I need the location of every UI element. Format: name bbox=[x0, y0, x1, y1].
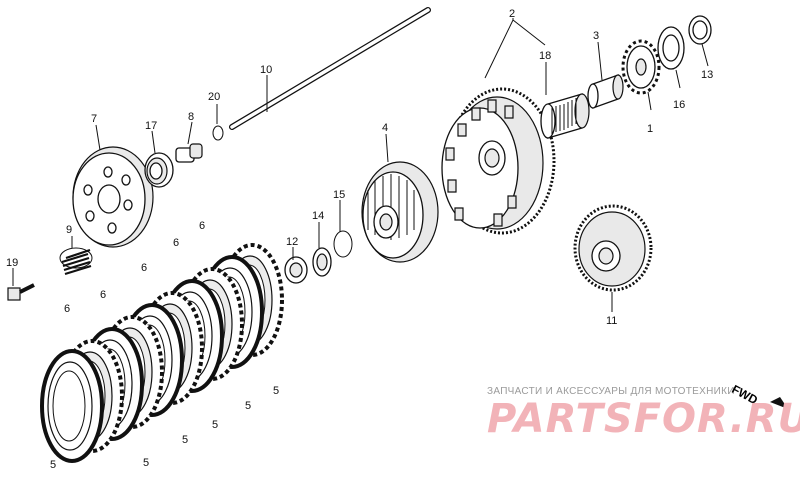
watermark-tagline: ЗАПЧАСТИ И АКСЕССУАРЫ ДЛЯ МОТОТЕХНИКИ bbox=[487, 386, 735, 397]
thrust-washer bbox=[284, 256, 308, 284]
push-rod bbox=[229, 7, 431, 130]
thrust-washer-large bbox=[657, 26, 685, 70]
guide-bushing bbox=[587, 74, 624, 109]
callout-10: 10 bbox=[260, 64, 272, 76]
callout-2: 2 bbox=[509, 8, 515, 20]
callout-7: 7 bbox=[91, 113, 97, 125]
callout-15: 15 bbox=[333, 189, 345, 201]
lock-washer bbox=[312, 247, 332, 277]
callout-12: 12 bbox=[286, 236, 298, 248]
clutch-disc-stack bbox=[40, 243, 284, 463]
oil-pump-sprocket bbox=[621, 39, 661, 95]
callout-labels: 2 18 3 1 16 13 4 10 20 8 17 7 9 19 11 12… bbox=[6, 8, 713, 471]
clutch-plate bbox=[40, 349, 104, 463]
callout-19: 19 bbox=[6, 257, 18, 269]
callout-6: 6 bbox=[173, 237, 179, 249]
pressure-plate bbox=[72, 146, 154, 248]
callout-6: 6 bbox=[100, 289, 106, 301]
callout-9: 9 bbox=[66, 224, 72, 236]
callout-5: 5 bbox=[245, 400, 251, 412]
callout-14: 14 bbox=[312, 210, 324, 222]
callout-5: 5 bbox=[182, 434, 188, 446]
clutch-spring bbox=[59, 247, 93, 276]
callout-1: 1 bbox=[647, 123, 653, 135]
clutch-center bbox=[361, 161, 439, 263]
callout-3: 3 bbox=[593, 30, 599, 42]
callout-17: 17 bbox=[145, 120, 157, 132]
callout-5: 5 bbox=[273, 385, 279, 397]
callout-18: 18 bbox=[539, 50, 551, 62]
clutch-outer-basket bbox=[441, 87, 556, 235]
bolt bbox=[7, 283, 35, 301]
callout-5: 5 bbox=[212, 419, 218, 431]
snap-ring bbox=[212, 125, 224, 141]
needle-bearing bbox=[540, 93, 590, 139]
callout-20: 20 bbox=[208, 91, 220, 103]
callout-13: 13 bbox=[701, 69, 713, 81]
callout-16: 16 bbox=[673, 99, 685, 111]
spline-washer bbox=[333, 230, 353, 258]
callout-6: 6 bbox=[141, 262, 147, 274]
watermark-logo: PARTSFOR.RU bbox=[487, 396, 800, 442]
callout-5: 5 bbox=[50, 459, 56, 471]
primary-drive-gear bbox=[573, 204, 653, 292]
release-bearing bbox=[144, 152, 174, 188]
callout-11: 11 bbox=[606, 315, 617, 327]
callout-6: 6 bbox=[64, 303, 70, 315]
callout-5: 5 bbox=[143, 457, 149, 469]
washer-small bbox=[688, 15, 712, 45]
callout-8: 8 bbox=[188, 111, 194, 123]
callout-6: 6 bbox=[199, 220, 205, 232]
forward-arrow-icon bbox=[770, 397, 788, 409]
leader-lines bbox=[12, 18, 709, 312]
lifter-piece bbox=[175, 143, 203, 163]
callout-4: 4 bbox=[382, 122, 388, 134]
